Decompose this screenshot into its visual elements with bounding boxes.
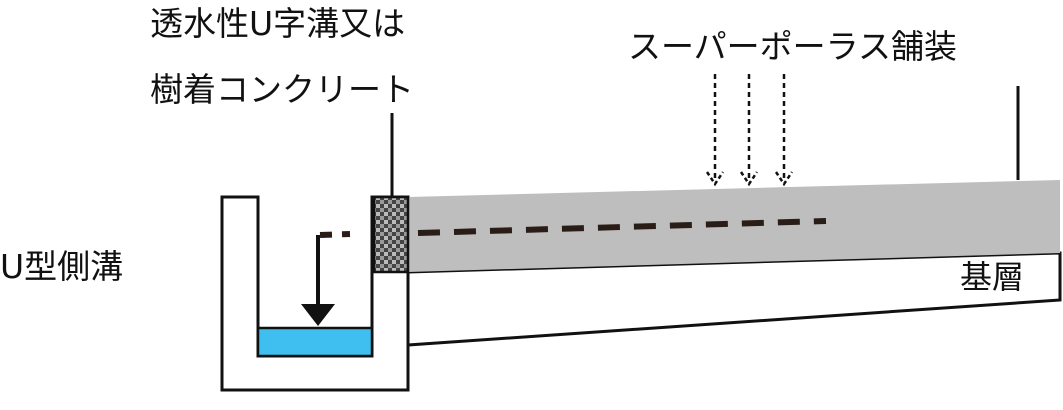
ditch-water xyxy=(256,326,374,358)
porous-pavement-label: スーパーポーラス舗装 xyxy=(628,27,958,66)
water-flow-dashes-ditch xyxy=(319,231,351,238)
water-flow-dashes xyxy=(417,218,827,236)
base-layer-label: 基層 xyxy=(960,258,1025,296)
base-layer xyxy=(406,251,1062,347)
porous-pavement-layer xyxy=(408,180,1060,272)
permeable-gutter-label-line2: 樹着コンクリート xyxy=(150,70,414,109)
permeable-concrete-block xyxy=(372,195,410,274)
infiltration-arrows xyxy=(705,74,794,187)
u-shaped-ditch-label: U型側溝 xyxy=(0,247,124,286)
ditch-flow-arrowhead xyxy=(301,304,335,326)
permeable-gutter-label-line1: 透水性U字溝又は xyxy=(150,4,406,43)
